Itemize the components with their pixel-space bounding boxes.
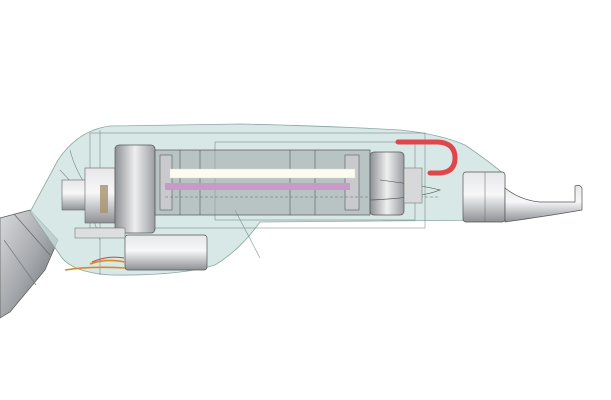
front-cylinder (369, 151, 405, 216)
main-tube-body (154, 149, 371, 216)
red-wire (91, 256, 125, 263)
purple-tube (165, 183, 350, 190)
red-hook-tube (395, 139, 458, 176)
wires (64, 259, 126, 271)
handle-cylinder (0, 209, 59, 319)
cone-outline (369, 179, 441, 201)
brass-ring (100, 185, 108, 213)
flange-disk (114, 144, 156, 234)
nozzle-cylinder (462, 171, 506, 223)
lower-motor (124, 234, 208, 271)
tip-bracket (504, 184, 583, 223)
glow-tube (169, 168, 356, 179)
lower-bracket (74, 227, 126, 239)
front-collar (403, 167, 423, 204)
tube-fins (159, 150, 360, 215)
